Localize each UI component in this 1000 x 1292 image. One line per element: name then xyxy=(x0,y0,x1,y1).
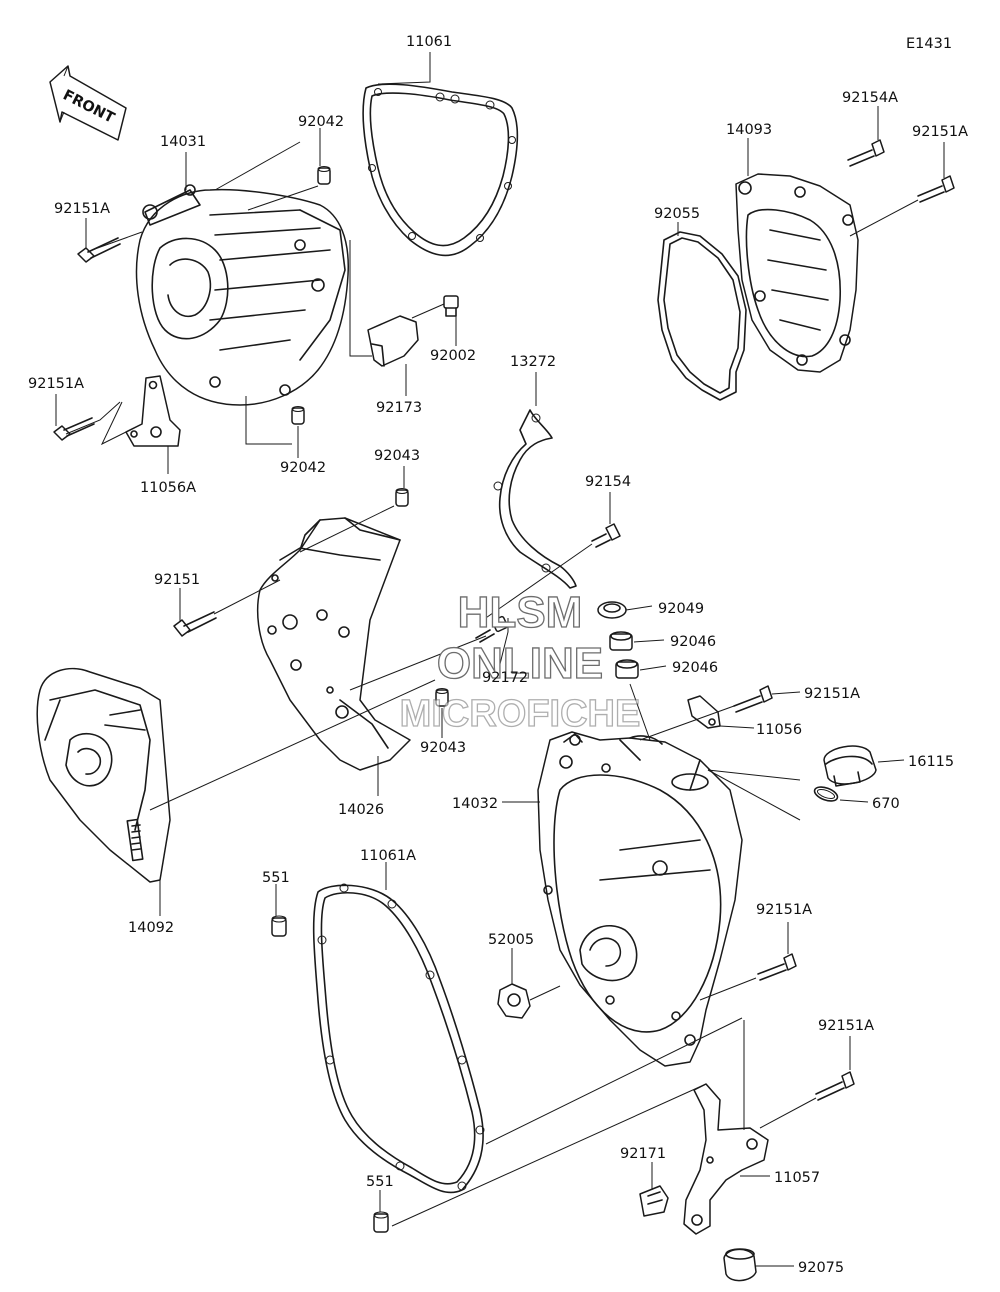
clamp-92173 xyxy=(367,315,419,367)
part-label-92075[interactable]: 92075 xyxy=(798,1260,844,1276)
bolt-92154 xyxy=(591,523,621,548)
bolt-92151a-lower-right-1 xyxy=(757,953,797,981)
clip-92171 xyxy=(639,1185,669,1217)
part-label-92154[interactable]: 92154 xyxy=(585,474,631,490)
part-label-92171[interactable]: 92171 xyxy=(620,1146,666,1162)
cover-14092 xyxy=(36,667,171,883)
bolt-92151a-lower-left xyxy=(53,417,95,441)
bushing-92046-upper xyxy=(609,631,633,651)
part-label-551-upper[interactable]: 551 xyxy=(262,870,290,886)
cover-14093 xyxy=(735,173,859,373)
part-label-14093[interactable]: 14093 xyxy=(726,122,772,138)
watermark-line-1: HLSM xyxy=(458,588,583,637)
part-label-92042-bottom[interactable]: 92042 xyxy=(280,460,326,476)
part-label-13272[interactable]: 13272 xyxy=(510,354,556,370)
dowel-92043-bottom xyxy=(435,689,449,707)
bushing-92049 xyxy=(597,601,627,619)
gasket-11061a xyxy=(312,884,484,1194)
part-label-11057[interactable]: 11057 xyxy=(774,1170,820,1186)
part-label-92043-bottom[interactable]: 92043 xyxy=(420,740,466,756)
part-label-92055[interactable]: 92055 xyxy=(654,206,700,222)
part-label-52005[interactable]: 52005 xyxy=(488,932,534,948)
bolt-92151 xyxy=(173,611,217,637)
front-arrow-icon xyxy=(49,65,127,141)
part-label-92151a-upper-left[interactable]: 92151A xyxy=(54,201,110,217)
part-label-92049[interactable]: 92049 xyxy=(658,601,704,617)
part-label-92151a-upper-right[interactable]: 92151A xyxy=(912,124,968,140)
dowel-551-upper xyxy=(271,917,287,937)
grommet-92075 xyxy=(723,1248,757,1282)
inner-cover-14026 xyxy=(256,517,411,771)
part-label-92151a-lower-right-2[interactable]: 92151A xyxy=(818,1018,874,1034)
bolt-92172 xyxy=(475,615,509,643)
part-label-92173[interactable]: 92173 xyxy=(376,400,422,416)
part-label-92046-upper[interactable]: 92046 xyxy=(670,634,716,650)
watermark-line-2: ONLINE xyxy=(437,639,603,688)
part-label-92151a-lower-right-1[interactable]: 92151A xyxy=(756,902,812,918)
part-label-92042-top[interactable]: 92042 xyxy=(298,114,344,130)
leader-lines xyxy=(55,52,945,1267)
part-label-92002[interactable]: 92002 xyxy=(430,348,476,364)
bolt-92151a-upper-left xyxy=(77,237,121,263)
part-label-92151a-middle-right[interactable]: 92151A xyxy=(804,686,860,702)
dowel-92042-top xyxy=(317,167,331,185)
bolt-92151a-lower-right-2 xyxy=(815,1071,855,1101)
bushing-92046-lower xyxy=(615,659,639,679)
part-label-14031[interactable]: 14031 xyxy=(160,134,206,150)
part-label-14092[interactable]: 14092 xyxy=(128,920,174,936)
gasket-11061 xyxy=(362,83,519,257)
clutch-cover-14032 xyxy=(537,731,743,1067)
diagram-id: E1431 xyxy=(906,36,952,52)
bolt-92151a-upper-right xyxy=(917,175,955,203)
part-label-92046-lower[interactable]: 92046 xyxy=(672,660,718,676)
dowel-92042-bottom xyxy=(291,407,305,425)
part-label-92172[interactable]: 92172 xyxy=(482,670,528,686)
plug-16115 xyxy=(823,745,877,787)
dowel-92043-top xyxy=(395,489,409,507)
part-label-92151a-lower-left[interactable]: 92151A xyxy=(28,376,84,392)
o-ring-670 xyxy=(813,786,839,802)
part-label-11061-top[interactable]: 11061 xyxy=(406,34,452,50)
part-label-551-lower[interactable]: 551 xyxy=(366,1174,394,1190)
part-label-11056[interactable]: 11056 xyxy=(756,722,802,738)
gasket-92055 xyxy=(657,231,747,401)
part-label-16115[interactable]: 16115 xyxy=(908,754,954,770)
part-label-11061a[interactable]: 11061A xyxy=(360,848,416,864)
dowel-551-lower xyxy=(373,1213,389,1233)
cap-52005 xyxy=(497,983,531,1019)
part-label-11056a[interactable]: 11056A xyxy=(140,480,196,496)
part-label-14026[interactable]: 14026 xyxy=(338,802,384,818)
bracket-11056a xyxy=(125,375,181,447)
generator-cover-14031 xyxy=(135,184,349,406)
part-label-670[interactable]: 670 xyxy=(872,796,900,812)
gasket-13272 xyxy=(498,409,577,589)
part-label-14032[interactable]: 14032 xyxy=(452,796,498,812)
watermark-line-3: MICROFICHE xyxy=(400,693,641,735)
bolt-92151a-middle-right xyxy=(733,685,773,713)
part-label-92151[interactable]: 92151 xyxy=(154,572,200,588)
bolt-92154a xyxy=(847,139,885,167)
part-label-92043-top[interactable]: 92043 xyxy=(374,448,420,464)
bracket-11057 xyxy=(683,1083,769,1235)
part-label-92154a[interactable]: 92154A xyxy=(842,90,898,106)
